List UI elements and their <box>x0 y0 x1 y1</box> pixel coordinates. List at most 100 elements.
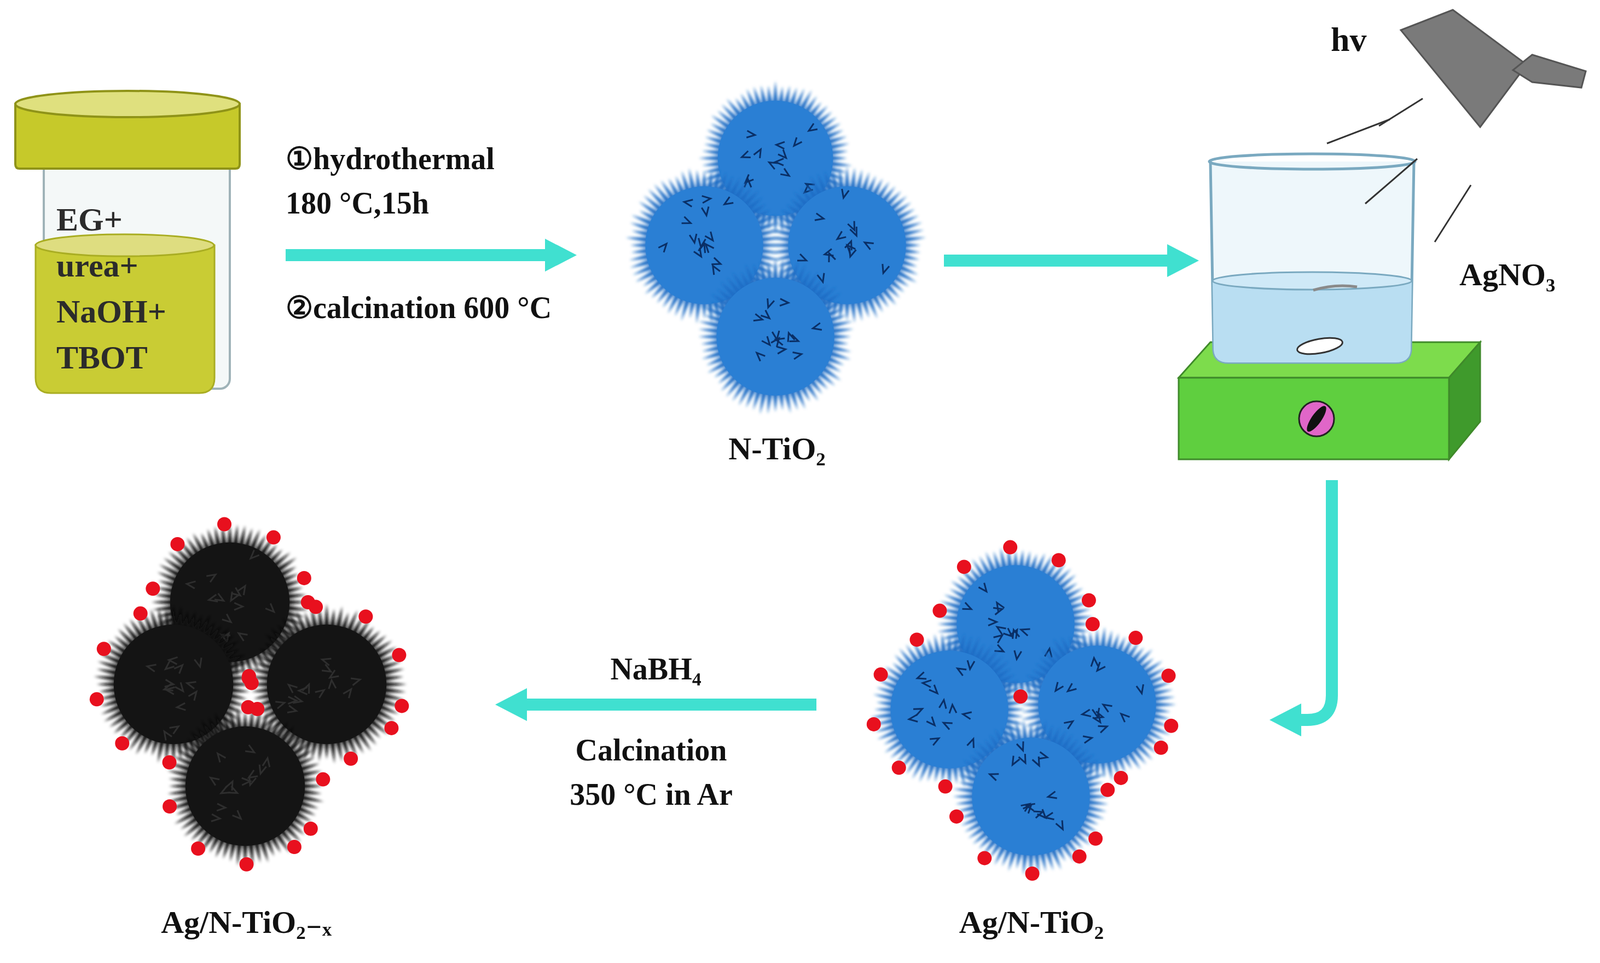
needle-mark <box>756 352 765 361</box>
needle-mark <box>1091 657 1099 667</box>
process-arrow <box>285 238 577 272</box>
needle-mark <box>250 549 260 559</box>
arrow-head <box>1269 703 1302 736</box>
silver-particle <box>957 559 972 574</box>
needle-mark <box>1014 650 1022 659</box>
beaker-glass <box>1210 161 1414 363</box>
needle-mark <box>164 731 172 741</box>
needle-mark <box>705 244 715 253</box>
needle-mark <box>813 322 822 330</box>
photoreduction-setup-node: AgNO₃ <box>1203 158 1590 471</box>
needle-mark <box>943 722 953 730</box>
silver-particle <box>239 856 254 872</box>
condition-label: Calcination 350 °C in Ar <box>554 727 749 817</box>
arrow-shaft <box>943 254 1170 267</box>
needle-mark <box>957 668 967 676</box>
silver-particle <box>1088 831 1103 846</box>
silver-particle <box>873 667 889 682</box>
condition-label: NaBH₄ <box>610 646 701 692</box>
process-arrow <box>495 687 817 721</box>
arrow-shaft <box>285 248 548 262</box>
reagent-list: EG+ urea+ NaOH+ TBOT <box>56 196 167 381</box>
silver-particle <box>145 581 160 596</box>
particle-node: Ag/N-TiO₂₋ₓ <box>71 514 422 953</box>
needle-mark <box>322 658 332 666</box>
needle-mark <box>917 671 927 679</box>
needle-mark <box>194 657 202 667</box>
needle-mark <box>780 168 790 177</box>
needle-mark <box>963 711 972 720</box>
needle-mark <box>238 633 248 641</box>
needle-mark <box>793 137 803 146</box>
silver-particle <box>909 632 925 647</box>
silver-particle <box>1128 630 1143 645</box>
needle-mark <box>292 695 303 703</box>
needle-mark <box>174 664 183 674</box>
needle-mark <box>1012 755 1020 765</box>
sample-name: Ag/N-TiO₂ <box>875 902 1188 942</box>
needle-mark <box>777 346 786 354</box>
needle-mark <box>908 714 918 722</box>
core <box>971 737 1090 855</box>
needle-mark <box>164 679 174 687</box>
silver-particle <box>1081 593 1097 608</box>
needle-mark <box>745 174 754 183</box>
needle-mark <box>817 273 825 282</box>
needle-mark <box>702 195 711 204</box>
needle-mark <box>769 162 779 170</box>
arrow-head <box>545 238 577 272</box>
silver-particle <box>162 798 177 814</box>
needle-mark <box>1032 756 1040 766</box>
needle-mark <box>1097 661 1106 671</box>
silver-particle <box>96 641 112 656</box>
silver-particle <box>949 808 964 823</box>
needle-mark <box>1136 683 1144 693</box>
needle-mark <box>988 618 997 626</box>
needle-mark <box>169 656 178 664</box>
needle-mark <box>1121 713 1130 722</box>
needle-mark <box>265 603 275 612</box>
silver-particle <box>358 609 373 624</box>
needle-mark <box>1055 681 1064 691</box>
light-ray <box>1365 158 1418 204</box>
needle-mark <box>329 669 340 678</box>
knob-mark <box>1303 403 1330 434</box>
needle-mark <box>1093 710 1103 718</box>
light-ray <box>1378 98 1423 126</box>
needle-mark <box>176 702 186 710</box>
needle-mark <box>234 602 243 610</box>
needle-mark <box>315 689 324 698</box>
urchin-sphere <box>698 258 854 415</box>
needle-mark <box>994 644 1004 652</box>
needle-mark <box>776 141 785 149</box>
needle-mark <box>1067 682 1077 691</box>
lamp-handle <box>1512 54 1586 88</box>
needle-mark <box>1103 704 1112 712</box>
needle-mark <box>989 773 1000 781</box>
spikes <box>952 719 1109 875</box>
silver-particle <box>1161 668 1176 683</box>
silver-particle <box>1085 616 1100 631</box>
stirrer-side <box>1448 341 1481 460</box>
lamp-shade <box>1400 9 1527 127</box>
needle-mark <box>343 688 352 698</box>
needle-mark <box>770 338 779 347</box>
silver-particle <box>394 698 409 713</box>
spikes <box>167 706 324 866</box>
needle-mark <box>658 243 667 253</box>
needle-mark <box>169 726 179 734</box>
needle-mark <box>262 757 270 767</box>
needle-mark <box>993 607 1003 615</box>
silver-particle <box>217 517 232 532</box>
silver-particle <box>308 599 323 614</box>
silver-particle <box>1114 770 1129 785</box>
reagent-jar-node: EG+ urea+ NaOH+ TBOT <box>20 86 246 393</box>
arrow-head <box>1167 244 1199 277</box>
needle-mark <box>929 738 939 746</box>
arrow-head <box>495 687 527 721</box>
needle-mark <box>1082 735 1092 744</box>
needle-mark <box>231 587 241 596</box>
needle-mark <box>147 664 157 672</box>
silver-particle <box>1163 718 1179 733</box>
